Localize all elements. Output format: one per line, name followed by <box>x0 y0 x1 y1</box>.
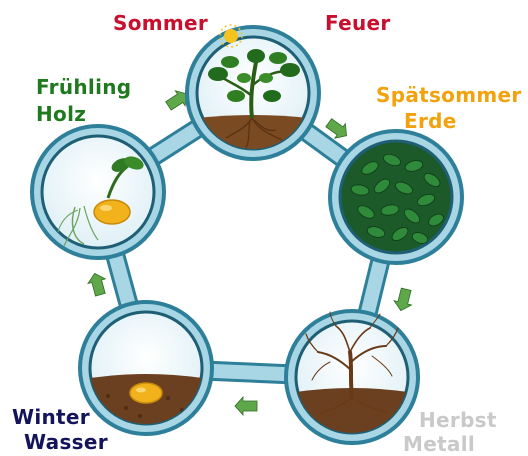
label-spring-element: Holz <box>36 103 86 125</box>
label-summer-season: Sommer <box>113 12 208 34</box>
spring-node <box>32 126 164 258</box>
label-winter-season: Winter <box>12 406 90 428</box>
arrow-icon <box>235 397 257 415</box>
dormant-seed-icon <box>130 383 162 403</box>
label-latesummer-season: Spätsommer <box>376 84 522 106</box>
arrow-icon <box>86 271 109 297</box>
label-autumn-element: Metall <box>403 433 475 455</box>
latesummer-node <box>330 131 462 263</box>
label-latesummer-element: Erde <box>404 110 457 132</box>
label-winter-element: Wasser <box>24 431 108 453</box>
autumn-node <box>286 311 418 443</box>
label-spring-season: Frühling <box>36 76 131 98</box>
label-autumn-season: Herbst <box>419 409 497 431</box>
label-summer-element: Feuer <box>325 12 391 34</box>
winter-node <box>80 302 212 434</box>
arrow-icon <box>392 287 415 313</box>
summer-node <box>187 25 319 159</box>
